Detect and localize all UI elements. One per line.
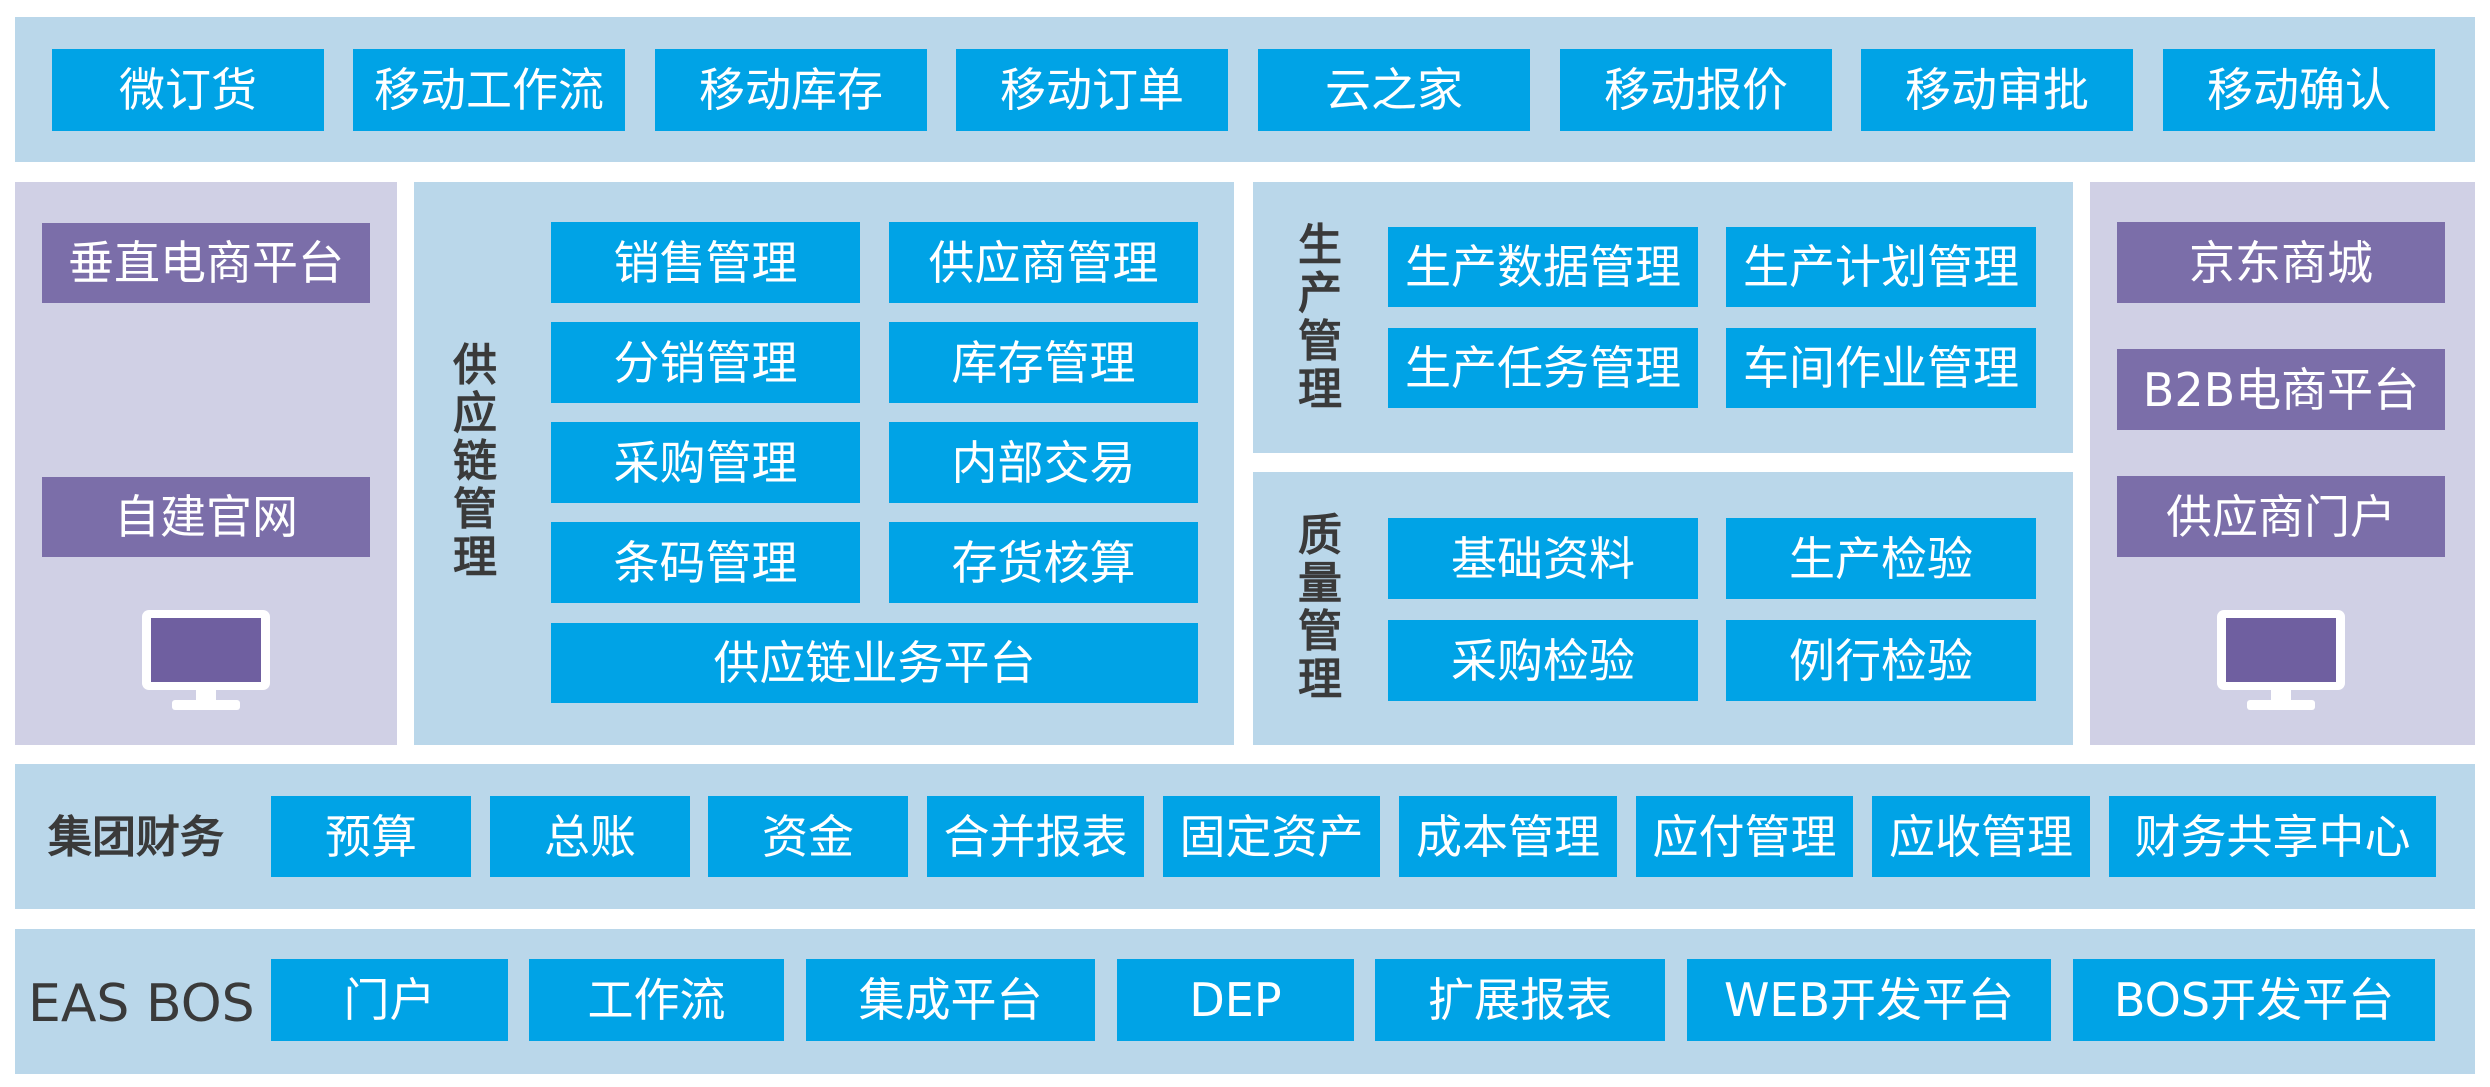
- production-title: 生产管理: [1298, 220, 1342, 415]
- finance-item[interactable]: 资金: [708, 796, 908, 877]
- supply-chain-title: 供应链管理: [453, 340, 497, 583]
- eas-bos-item[interactable]: 门户: [271, 959, 508, 1041]
- production-panel: [1253, 182, 2073, 453]
- finance-item[interactable]: 应收管理: [1872, 796, 2090, 877]
- monitor-icon: [2217, 610, 2345, 710]
- eas-bos-item[interactable]: DEP: [1117, 959, 1354, 1041]
- mobile-item[interactable]: 移动订单: [956, 49, 1228, 131]
- finance-item[interactable]: 总账: [490, 796, 690, 877]
- finance-item[interactable]: 财务共享中心: [2109, 796, 2436, 877]
- mobile-item[interactable]: 移动库存: [655, 49, 927, 131]
- supply-chain-item[interactable]: 供应商管理: [889, 222, 1198, 303]
- finance-item[interactable]: 成本管理: [1399, 796, 1617, 877]
- quality-item[interactable]: 例行检验: [1726, 620, 2036, 701]
- production-item[interactable]: 生产任务管理: [1388, 328, 1698, 408]
- quality-title: 质量管理: [1298, 510, 1342, 705]
- production-item[interactable]: 生产数据管理: [1388, 227, 1698, 307]
- mobile-item[interactable]: 移动工作流: [353, 49, 625, 131]
- supply-chain-item[interactable]: 条码管理: [551, 522, 860, 603]
- production-item[interactable]: 车间作业管理: [1726, 328, 2036, 408]
- finance-item[interactable]: 预算: [271, 796, 471, 877]
- supply-chain-item[interactable]: 销售管理: [551, 222, 860, 303]
- supply-chain-item[interactable]: 存货核算: [889, 522, 1198, 603]
- right-channel-item[interactable]: 供应商门户: [2117, 476, 2445, 557]
- eas-bos-item[interactable]: 工作流: [529, 959, 784, 1041]
- right-channel-item[interactable]: B2B电商平台: [2117, 349, 2445, 430]
- supply-chain-item[interactable]: 内部交易: [889, 422, 1198, 503]
- quality-item[interactable]: 采购检验: [1388, 620, 1698, 701]
- eas-bos-item[interactable]: 扩展报表: [1375, 959, 1665, 1041]
- supply-chain-item[interactable]: 采购管理: [551, 422, 860, 503]
- production-item[interactable]: 生产计划管理: [1726, 227, 2036, 307]
- finance-item[interactable]: 合并报表: [927, 796, 1144, 877]
- eas-bos-item[interactable]: WEB开发平台: [1687, 959, 2051, 1041]
- left-channel-item[interactable]: 自建官网: [42, 477, 370, 557]
- quality-item[interactable]: 基础资料: [1388, 518, 1698, 599]
- monitor-icon: [142, 610, 270, 710]
- mobile-item[interactable]: 移动报价: [1560, 49, 1832, 131]
- supply-chain-item[interactable]: 库存管理: [889, 322, 1198, 403]
- right-channel-item[interactable]: 京东商城: [2117, 222, 2445, 303]
- left-channel-item[interactable]: 垂直电商平台: [42, 223, 370, 303]
- supply-chain-item[interactable]: 分销管理: [551, 322, 860, 403]
- quality-item[interactable]: 生产检验: [1726, 518, 2036, 599]
- mobile-item[interactable]: 云之家: [1258, 49, 1530, 131]
- eas-bos-title: EAS BOS: [28, 974, 255, 1034]
- mobile-item[interactable]: 微订货: [52, 49, 324, 131]
- finance-item[interactable]: 应付管理: [1636, 796, 1853, 877]
- eas-bos-item[interactable]: BOS开发平台: [2073, 959, 2435, 1041]
- mobile-item[interactable]: 移动审批: [1861, 49, 2133, 131]
- eas-bos-item[interactable]: 集成平台: [806, 959, 1095, 1041]
- mobile-item[interactable]: 移动确认: [2163, 49, 2435, 131]
- quality-panel: [1253, 472, 2073, 745]
- finance-item[interactable]: 固定资产: [1163, 796, 1380, 877]
- supply-chain-platform[interactable]: 供应链业务平台: [551, 623, 1198, 703]
- finance-title: 集团财务: [48, 812, 224, 863]
